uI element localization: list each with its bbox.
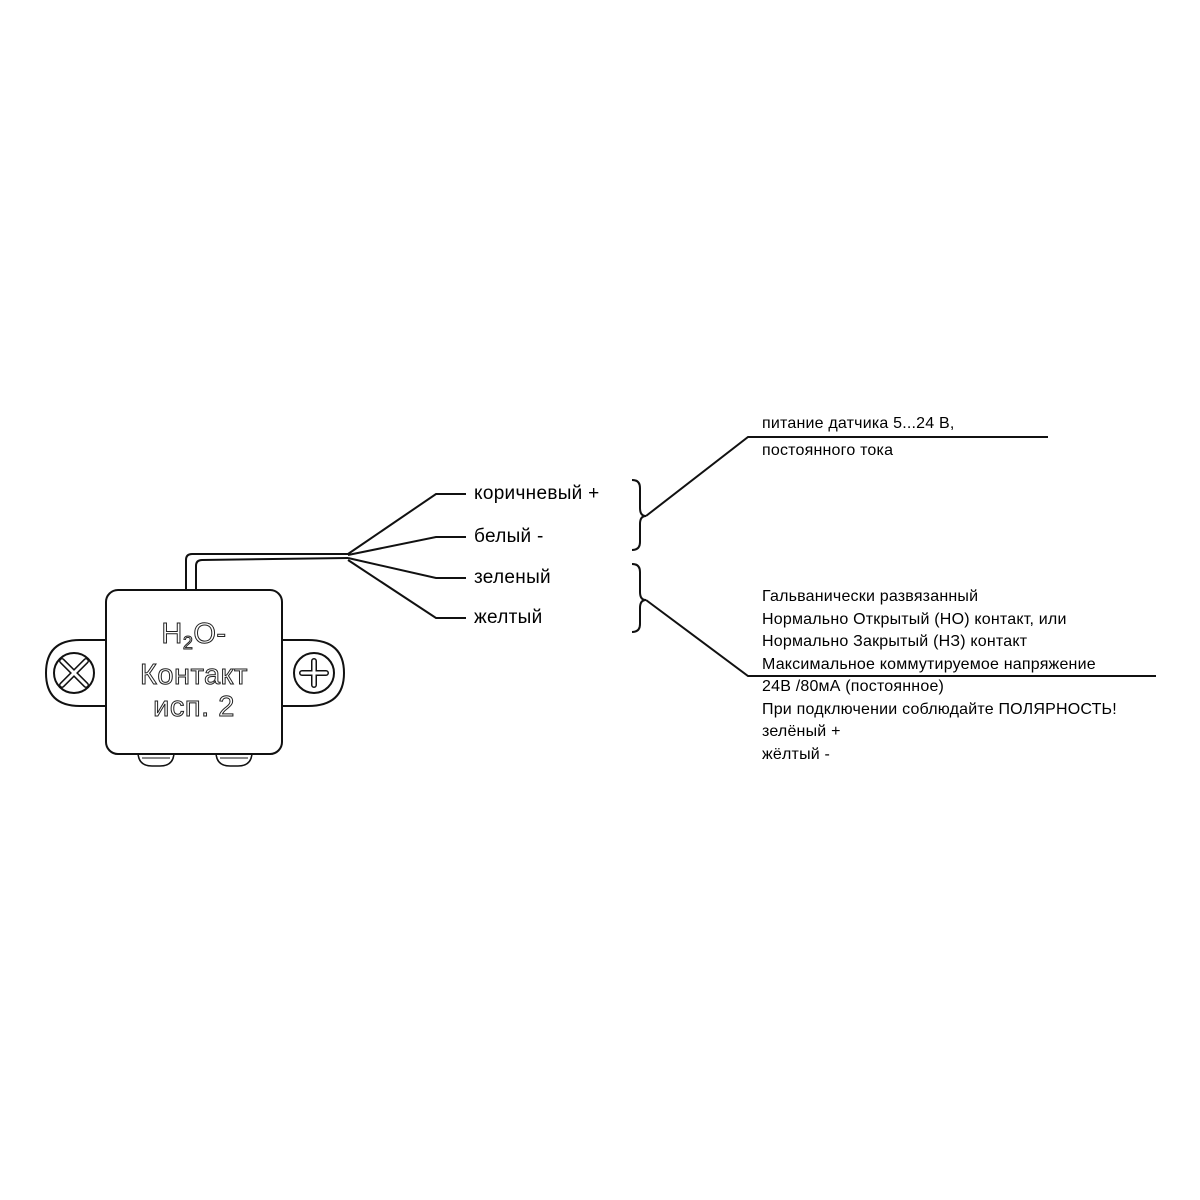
contact-note-line: При подключении соблюдайте ПОЛЯРНОСТЬ! (762, 700, 1117, 718)
device-title: H2O- (161, 618, 227, 654)
wire-green-line (347, 557, 466, 579)
wire-label-white: белый - (474, 526, 544, 547)
sensor-housing (105, 589, 283, 755)
screw-left-icon (53, 652, 95, 694)
brace-contact (631, 563, 647, 633)
contact-note-line: Нормально Открытый (НО) контакт, или (762, 610, 1067, 628)
contact-note-line: Максимальное коммутируемое напряжение (762, 655, 1096, 673)
power-note-line2: постоянного тока (762, 442, 894, 459)
contact-note-line: жёлтый - (762, 745, 831, 763)
power-note-line1: питание датчика 5...24 В, (762, 415, 955, 432)
bottom-glands (137, 751, 253, 767)
sensor-cable (185, 553, 348, 592)
contact-note-line: зелёный + (762, 723, 841, 740)
wire-white-line (347, 536, 466, 556)
wire-yellow-line (347, 559, 466, 619)
contact-note-line: Нормально Закрытый (НЗ) контакт (762, 633, 1028, 650)
leader-contact (645, 599, 1156, 677)
contact-note-line: Гальванически развязанный (762, 588, 979, 605)
wire-label-yellow: желтый (474, 607, 543, 628)
wire-brown-line (347, 493, 466, 555)
contact-note-continued: 24В /80мА (постоянное) При подключении с… (762, 676, 1117, 766)
wire-lines (347, 493, 466, 619)
wire-label-green: зеленый (474, 567, 551, 588)
device-label: H2O- Контакт исп. 2 (106, 618, 282, 724)
wire-label-brown: коричневый + (474, 483, 600, 504)
device-version: исп. 2 (153, 691, 235, 724)
contact-note: Гальванически развязанный Нормально Откр… (762, 586, 1096, 676)
contact-note-line: 24В /80мА (постоянное) (762, 678, 945, 695)
device-name: Контакт (140, 659, 248, 692)
leader-power (645, 436, 1048, 517)
brace-power (631, 479, 647, 551)
screw-right-icon (293, 652, 335, 694)
